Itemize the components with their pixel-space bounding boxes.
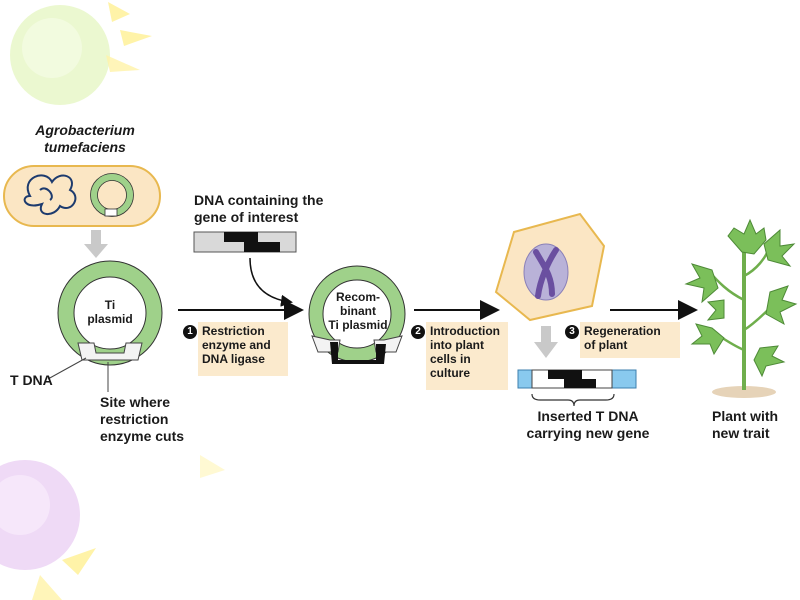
down-arrow-to-genome (534, 326, 558, 358)
organism-label: Agrobacterium tumefaciens (35, 122, 135, 155)
dna-gene-label: DNA containing the gene of interest (194, 192, 324, 225)
t-dna-label: T DNA (10, 372, 53, 388)
step-3-label: Regeneration of plant (584, 324, 661, 352)
step-2-box (426, 322, 508, 390)
decor-bottom-left (0, 455, 225, 600)
plant-cell (494, 212, 606, 322)
ti-plasmid-label: Ti plasmid (87, 298, 133, 326)
t-dna-leader (47, 357, 87, 380)
donor-dna-segment (193, 231, 297, 253)
step-1-label: Restriction enzyme and DNA ligase (202, 324, 271, 366)
site-label: Site where restriction enzyme cuts (100, 394, 185, 444)
ti-plasmid-ring (57, 260, 163, 366)
plant-genome-dna (517, 369, 637, 389)
decor-top-left (10, 2, 152, 105)
inserted-label: Inserted T DNA carrying new gene (526, 408, 650, 441)
step-2-number: 2 (411, 325, 425, 339)
t-dna-region (77, 342, 143, 361)
plant-illustration (684, 218, 798, 398)
step-3-box (580, 322, 680, 358)
down-arrow-to-plasmid (84, 230, 108, 258)
chromosome (533, 247, 559, 299)
insert-arrow (249, 257, 293, 307)
agrobacterium-cell (3, 165, 161, 227)
bacterial-chromosome (23, 174, 77, 215)
step-1-number: 1 (183, 325, 197, 339)
step-2-label: Introduction into plant cells in culture (430, 324, 500, 380)
step-3-number: 3 (565, 325, 579, 339)
step-1-box (198, 322, 288, 376)
recombinant-plasmid-ring (308, 265, 406, 364)
brace (531, 393, 615, 407)
recombinant-label: Recom- binant Ti plasmid (328, 290, 388, 332)
plant-label: Plant with new trait (712, 408, 779, 441)
